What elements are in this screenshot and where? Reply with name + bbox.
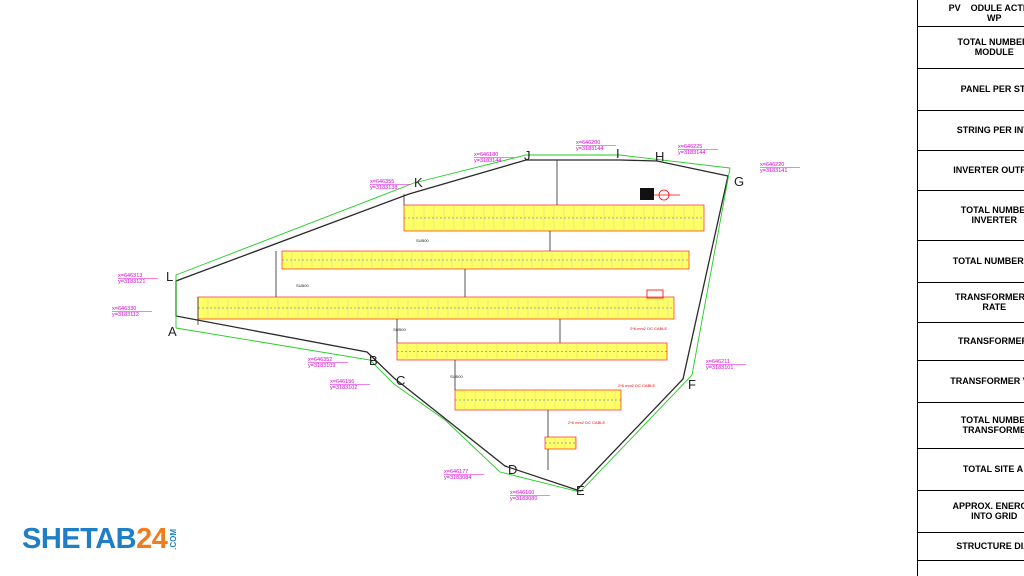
spec-row: PANEL PER ST bbox=[918, 68, 1024, 111]
corner-x-a: x=646330 bbox=[112, 306, 136, 312]
corner-letter-f: F bbox=[688, 377, 696, 392]
spec-row: STRING PER INV bbox=[918, 110, 1024, 151]
corner-y-i: y=3183144 bbox=[576, 146, 603, 152]
spec-row: TOTAL NUMBER O bbox=[918, 240, 1024, 283]
dc-cable-label: 2*6 mm2 DC CABLE bbox=[568, 420, 605, 425]
corner-x-j: x=646180 bbox=[474, 152, 498, 158]
spec-row-label: TRANSFORMER VO bbox=[950, 376, 1024, 386]
spec-row: PV ODULE ACTIVE WP bbox=[918, 0, 1024, 27]
corner-y-h: y=3183144 bbox=[678, 150, 705, 156]
spec-row-label: TOTAL NUMBER O bbox=[952, 256, 1024, 266]
spec-row-label: PV ODULE ACTIVE WP bbox=[948, 3, 1024, 23]
feeder-label: SUB00 bbox=[296, 283, 309, 288]
spec-row: TOTAL NUMBER MODULE bbox=[918, 26, 1024, 69]
spec-row-label: TOTAL NUMBE TRANSFORME bbox=[960, 415, 1024, 435]
inverter-station bbox=[640, 188, 680, 299]
spec-row: TRANSFORMER bbox=[918, 322, 1024, 361]
corner-y-g: y=3183141 bbox=[760, 168, 787, 174]
corner-letter-k: K bbox=[414, 175, 423, 190]
corner-letter-e: E bbox=[576, 483, 585, 498]
spec-row: TOTAL NUMBE INVERTER bbox=[918, 190, 1024, 241]
corner-letter-d: D bbox=[508, 462, 517, 477]
corner-y-b: y=3183109 bbox=[308, 363, 335, 369]
corner-letter-l: L bbox=[166, 269, 173, 284]
feeder-label: SUB00 bbox=[416, 238, 429, 243]
corner-letter-i: I bbox=[616, 146, 620, 161]
spec-row: TRANSFORMERS RATE bbox=[918, 282, 1024, 323]
corner-x-f: x=646211 bbox=[706, 359, 730, 365]
corner-x-l: x=646313 bbox=[118, 273, 142, 279]
spec-row-label: TOTAL SITE A bbox=[962, 464, 1024, 474]
spec-row-label: TOTAL NUMBE INVERTER bbox=[960, 205, 1024, 225]
corner-x-h: x=646225 bbox=[678, 144, 702, 150]
corner-y-e: y=3183080 bbox=[510, 496, 537, 502]
dc-cable-label: 2*6 mm2 DC CABLE bbox=[630, 326, 667, 331]
cable-trunks bbox=[197, 160, 561, 470]
spec-row-label: APPROX. ENERGY INTO GRID bbox=[952, 501, 1024, 521]
logo-text-24: 24 bbox=[136, 523, 168, 555]
feeder-label: SUB00 bbox=[450, 374, 463, 379]
spec-row-label: STRING PER INV bbox=[956, 125, 1024, 135]
spec-row: INVERTER OUTPU bbox=[918, 150, 1024, 191]
dc-cable-label: 2*6 mm2 DC CABLE bbox=[618, 383, 655, 388]
corner-y-k: y=3183138 bbox=[370, 185, 397, 191]
corner-x-k: x=646355 bbox=[370, 179, 394, 185]
corner-letter-a: A bbox=[168, 324, 177, 339]
spec-row: TOTAL SITE A bbox=[918, 448, 1024, 491]
corner-y-f: y=3183101 bbox=[706, 365, 733, 371]
site-boundary bbox=[175, 159, 729, 491]
spec-row-label: TRANSFORMERS RATE bbox=[955, 292, 1024, 312]
spec-row-label: TRANSFORMER bbox=[958, 336, 1024, 346]
spec-row-label: INVERTER OUTPU bbox=[953, 165, 1024, 175]
corner-x-i: x=646200 bbox=[576, 140, 600, 146]
spec-row: APPROX. ENERGY INTO GRID bbox=[918, 490, 1024, 533]
corner-x-e: x=646160 bbox=[510, 490, 534, 496]
feeder-label: SUB00 bbox=[393, 327, 406, 332]
spec-row-label: PANEL PER ST bbox=[960, 84, 1024, 94]
corner-y-l: y=3183121 bbox=[118, 279, 145, 285]
corner-x-b: x=646352 bbox=[308, 357, 332, 363]
corner-letter-b: B bbox=[369, 353, 378, 368]
corner-x-g: x=646220 bbox=[760, 162, 784, 168]
fence-line bbox=[175, 154, 731, 493]
spec-row: TOTAL NUMBE TRANSFORME bbox=[918, 402, 1024, 449]
corner-y-d: y=3183084 bbox=[444, 475, 471, 481]
corner-letter-g: G bbox=[734, 174, 744, 189]
shetab24-logo: SHETAB 24 .COM bbox=[22, 523, 178, 555]
spec-row: STRUCTURE DIA bbox=[918, 532, 1024, 561]
corner-letter-c: C bbox=[396, 373, 405, 388]
corner-letter-j: J bbox=[524, 148, 531, 163]
corner-letter-h: H bbox=[655, 149, 664, 164]
spec-row-label: TOTAL NUMBER MODULE bbox=[957, 37, 1024, 57]
corner-y-c: y=3183102 bbox=[330, 385, 357, 391]
corner-y-a: y=3183112 bbox=[112, 312, 139, 318]
spec-row-label: STRUCTURE DIA bbox=[956, 541, 1024, 551]
corner-y-j: y=3183144 bbox=[474, 158, 501, 164]
panel-grid bbox=[198, 205, 704, 449]
specification-table: PV ODULE ACTIVE WP TOTAL NUMBER MODULE PAN… bbox=[917, 0, 1024, 576]
spec-row: TRANSFORMER VO bbox=[918, 360, 1024, 403]
logo-text-domain: .COM bbox=[169, 528, 179, 550]
corner-x-c: x=646156 bbox=[330, 379, 354, 385]
corner-x-d: x=646177 bbox=[444, 469, 468, 475]
logo-text-shetab: SHETAB bbox=[22, 523, 137, 555]
